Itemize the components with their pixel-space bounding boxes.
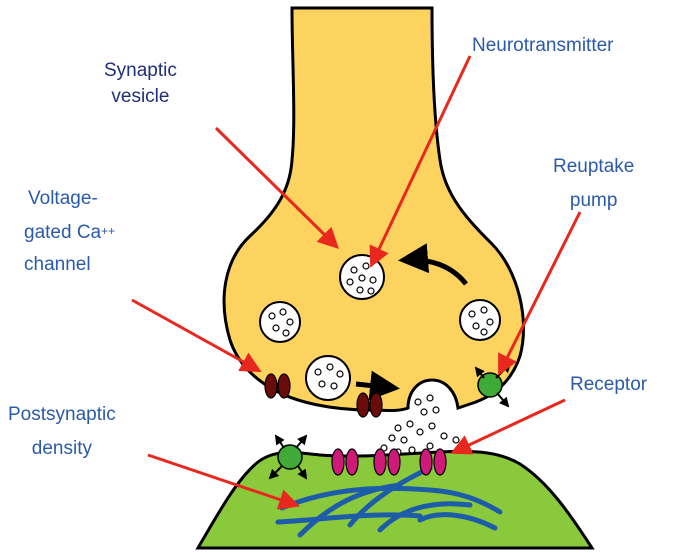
label-postsynaptic-density-line2: density [8, 436, 116, 462]
label-voltage-gated-line1: Voltage- [24, 186, 115, 212]
label-postsynaptic-density-line1: Postsynaptic [8, 402, 116, 428]
label-reuptake-pump-line2: pump [553, 188, 634, 214]
arrow-receptor [454, 400, 565, 452]
label-voltage-gated-line2: gated Ca++ [24, 220, 115, 246]
synaptic-vesicle [260, 302, 300, 342]
label-neurotransmitter-text: Neurotransmitter [472, 35, 614, 56]
label-voltage-gated-channel: Voltage- gated Ca++ channel [24, 186, 115, 278]
label-synaptic-vesicle: Synaptic vesicle [104, 58, 177, 110]
label-voltage-gated-superscript: ++ [101, 224, 115, 238]
label-voltage-gated-line3: channel [24, 252, 115, 278]
synaptic-vesicle [306, 356, 350, 400]
label-postsynaptic-density: Postsynaptic density [8, 402, 116, 462]
label-neurotransmitter: Neurotransmitter [472, 33, 614, 59]
label-receptor: Receptor [570, 372, 647, 398]
label-synaptic-vesicle-line2: vesicle [104, 84, 177, 110]
label-receptor-text: Receptor [570, 374, 647, 395]
label-voltage-gated-line2-base: gated Ca [24, 222, 101, 243]
label-reuptake-pump: Reuptake pump [553, 154, 634, 214]
label-synaptic-vesicle-line1: Synaptic [104, 58, 177, 84]
label-reuptake-pump-line1: Reuptake [553, 154, 634, 180]
synaptic-vesicle [460, 300, 500, 340]
presynaptic-terminal [224, 8, 523, 411]
synaptic-vesicle [340, 255, 384, 299]
